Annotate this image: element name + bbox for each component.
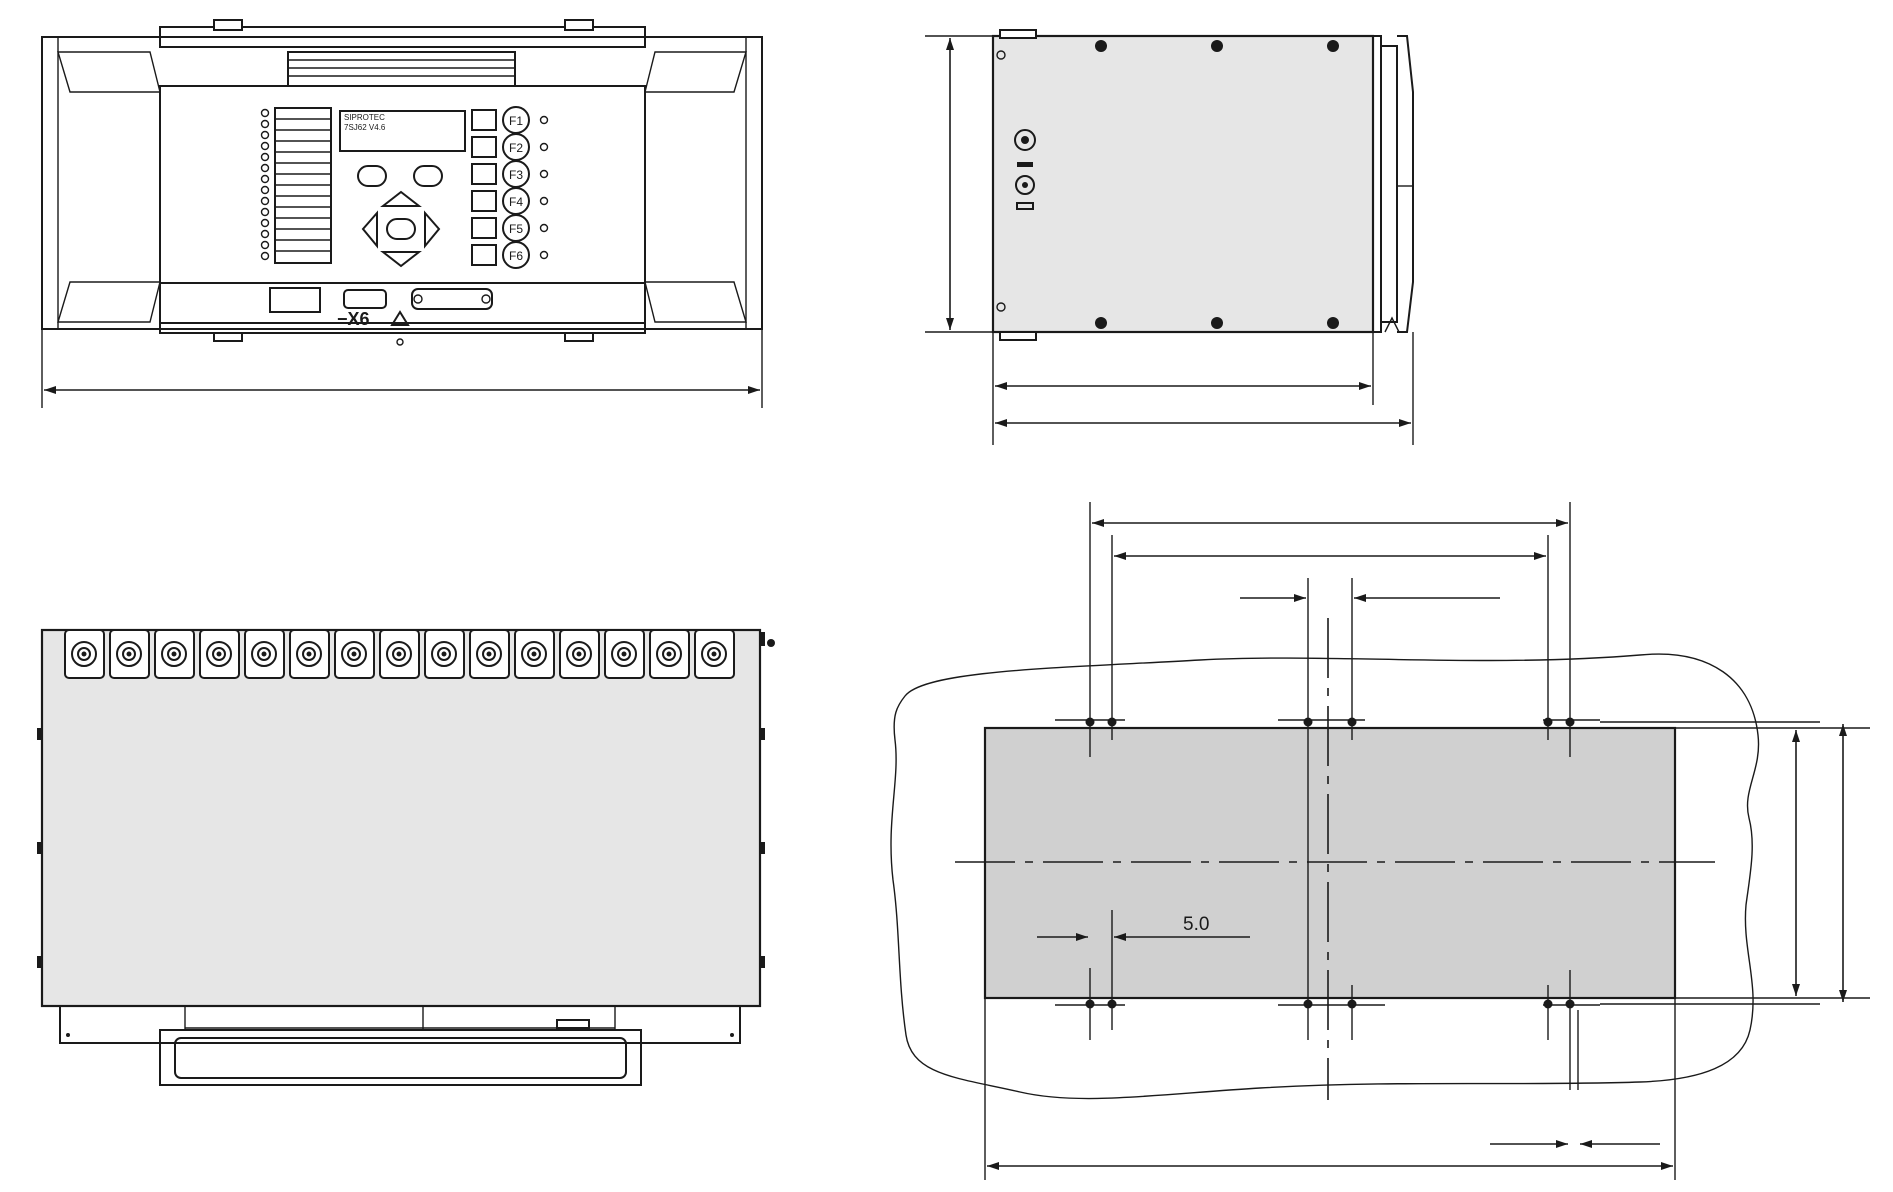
mounting-surface-outline [890,653,1760,1100]
f4-label: F4 [509,195,523,209]
connector-label: −X6 [337,309,370,329]
led-column [260,108,270,261]
f6-label: F6 [509,249,523,263]
f3-label: F3 [509,168,523,182]
rear-view [37,628,775,1086]
lcd-line-2: 7SJ62 V4.6 [344,123,386,132]
rear-panel [40,628,762,1008]
terminal-block-row [64,629,735,679]
menu-key[interactable] [413,165,443,187]
f1-label: F1 [509,114,523,128]
lcd-line-1: SIPROTEC [344,113,385,122]
hole-size-label: 5.0 [1183,914,1209,935]
f5-label: F5 [509,222,523,236]
down-arrow-key[interactable] [380,251,422,268]
f2-label: F2 [509,141,523,155]
cutout-rectangle [983,726,1677,1000]
enter-key[interactable] [386,218,416,240]
side-view [925,29,1414,445]
enter-key-left[interactable] [357,165,387,187]
serial-port [343,289,387,309]
side-panel [991,34,1375,334]
function-keys: F1 F2 F3 F4 F5 F6 [471,106,549,269]
right-arrow-key[interactable] [424,210,441,249]
f6-key[interactable] [502,241,530,269]
left-arrow-key[interactable] [361,210,378,249]
front-view: SIPROTEC 7SJ62 V4.6 F1 F2 F3 F4 [41,19,763,408]
panel-cutout-view: 5.0 [890,502,1870,1180]
up-arrow-key[interactable] [380,190,422,207]
earth-terminal-icon [1014,129,1036,151]
lcd-display [339,110,466,152]
